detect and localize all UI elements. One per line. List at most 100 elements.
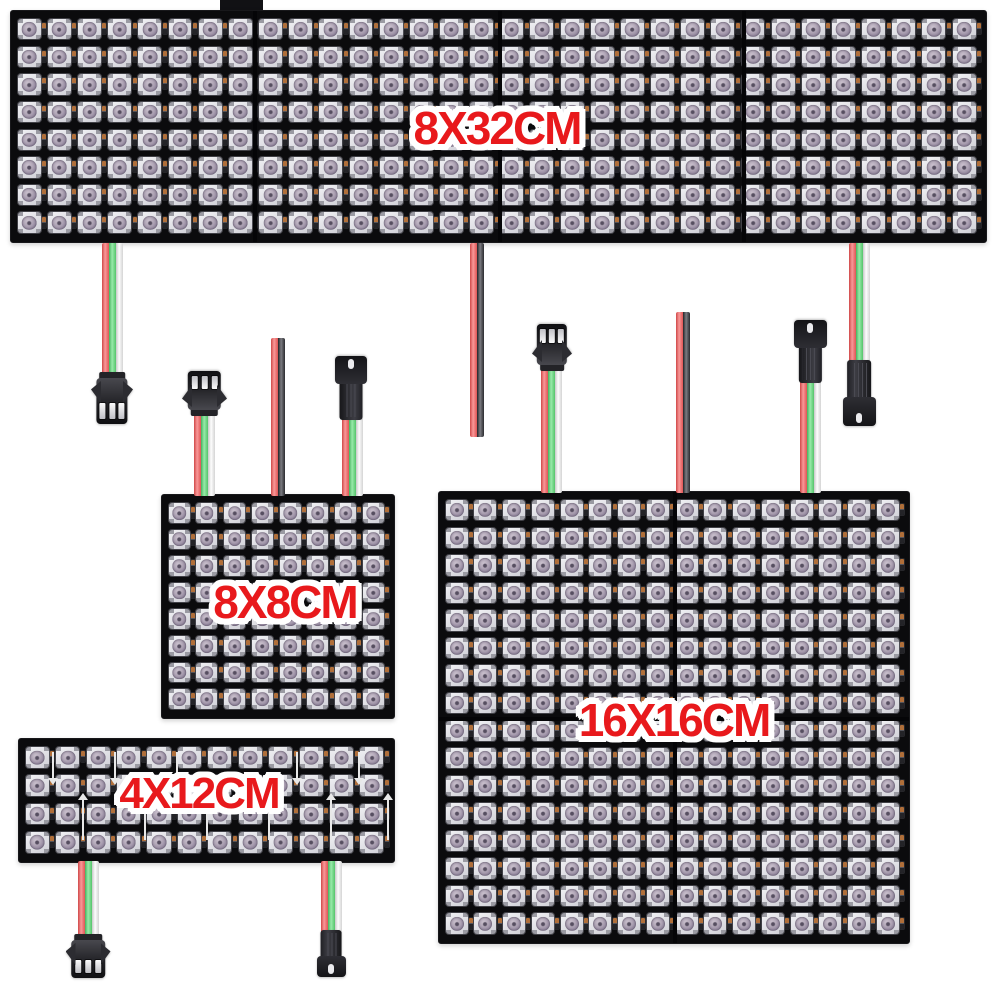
led-cell xyxy=(444,690,473,718)
led-cell xyxy=(223,686,251,713)
smd-led xyxy=(761,527,784,548)
led-cell xyxy=(818,855,847,883)
smd-led xyxy=(675,500,698,521)
smd-led xyxy=(790,913,813,934)
smd-led xyxy=(138,212,162,233)
led-cell xyxy=(679,16,710,44)
led-cell xyxy=(137,16,167,44)
smd-led xyxy=(379,74,403,95)
led-cell xyxy=(645,745,674,773)
led-cell xyxy=(278,580,306,607)
led-cell xyxy=(588,635,617,663)
led-cell xyxy=(85,772,116,800)
smd-led xyxy=(892,212,916,233)
led-cell xyxy=(306,686,334,713)
smd-led xyxy=(651,184,674,206)
led-cell xyxy=(559,580,588,608)
smd-led xyxy=(832,101,855,123)
led-cell xyxy=(106,127,137,155)
smd-led xyxy=(17,101,41,123)
led-cell xyxy=(306,527,334,554)
smd-led xyxy=(618,858,641,879)
smd-led xyxy=(335,662,357,683)
smd-led xyxy=(848,830,871,852)
led-cell xyxy=(499,209,529,237)
smd-led xyxy=(530,74,554,95)
smd-led xyxy=(848,500,871,521)
led-cell xyxy=(361,500,389,527)
smd-led xyxy=(251,529,273,550)
led-cell xyxy=(649,154,680,182)
led-cell xyxy=(473,773,502,801)
led-cell xyxy=(167,209,198,237)
smd-led xyxy=(590,157,614,178)
led-cell xyxy=(197,99,228,127)
led-cell xyxy=(408,182,439,210)
led-cell xyxy=(645,690,674,718)
led-cell xyxy=(875,828,904,856)
led-cell xyxy=(318,44,348,72)
led-cell xyxy=(732,662,761,690)
led-cell xyxy=(679,99,710,127)
smd-led xyxy=(801,74,825,95)
smd-led xyxy=(560,692,583,714)
smd-led xyxy=(790,555,813,576)
led-cell xyxy=(921,182,952,210)
led-cell xyxy=(85,801,116,829)
led-cell xyxy=(559,662,588,690)
smd-led xyxy=(531,775,554,797)
smd-led xyxy=(646,610,669,631)
led-cell xyxy=(502,773,531,801)
led-cell xyxy=(278,633,306,660)
smd-led xyxy=(289,212,313,233)
smd-led xyxy=(78,157,102,178)
smd-led xyxy=(589,913,612,934)
led-cell xyxy=(559,607,588,635)
wire-3core-rgw xyxy=(540,368,562,493)
smd-led xyxy=(56,775,80,797)
led-cell xyxy=(732,580,761,608)
led-cell xyxy=(529,154,559,182)
led-cell xyxy=(732,718,761,746)
led-cell xyxy=(278,686,306,713)
led-cell xyxy=(559,71,590,99)
smd-led xyxy=(349,129,373,150)
wire-strand xyxy=(676,312,683,493)
led-cell xyxy=(176,744,207,772)
led-cell xyxy=(789,745,818,773)
led-cell xyxy=(438,182,469,210)
smd-led xyxy=(589,775,612,797)
led-cell xyxy=(167,99,198,127)
smd-led xyxy=(198,46,222,68)
smd-led xyxy=(228,129,252,150)
smd-led xyxy=(771,129,795,150)
led-cell xyxy=(732,828,761,856)
smd-led xyxy=(790,582,813,604)
connector-body xyxy=(320,930,342,960)
connector-latch-head xyxy=(335,356,367,385)
led-cell xyxy=(679,209,710,237)
led-cell xyxy=(617,662,646,690)
smd-led xyxy=(224,689,246,709)
led-cell xyxy=(789,580,818,608)
led-cell xyxy=(674,662,703,690)
smd-led xyxy=(681,46,705,68)
smd-led xyxy=(138,129,162,150)
smd-led xyxy=(590,74,614,95)
led-cell xyxy=(703,745,732,773)
smd-led xyxy=(168,101,192,123)
led-cell xyxy=(588,718,617,746)
led-cell xyxy=(951,44,982,72)
smd-led xyxy=(560,637,583,659)
led-cell xyxy=(257,209,288,237)
smd-led xyxy=(349,157,373,178)
smd-led xyxy=(560,748,583,769)
smd-led xyxy=(196,689,218,709)
smd-led xyxy=(819,500,842,521)
smd-led xyxy=(319,46,343,68)
led-cell xyxy=(444,883,473,911)
smd-led xyxy=(819,720,842,741)
smd-led xyxy=(503,803,526,824)
led-cell xyxy=(334,660,362,687)
smd-led xyxy=(503,555,526,576)
